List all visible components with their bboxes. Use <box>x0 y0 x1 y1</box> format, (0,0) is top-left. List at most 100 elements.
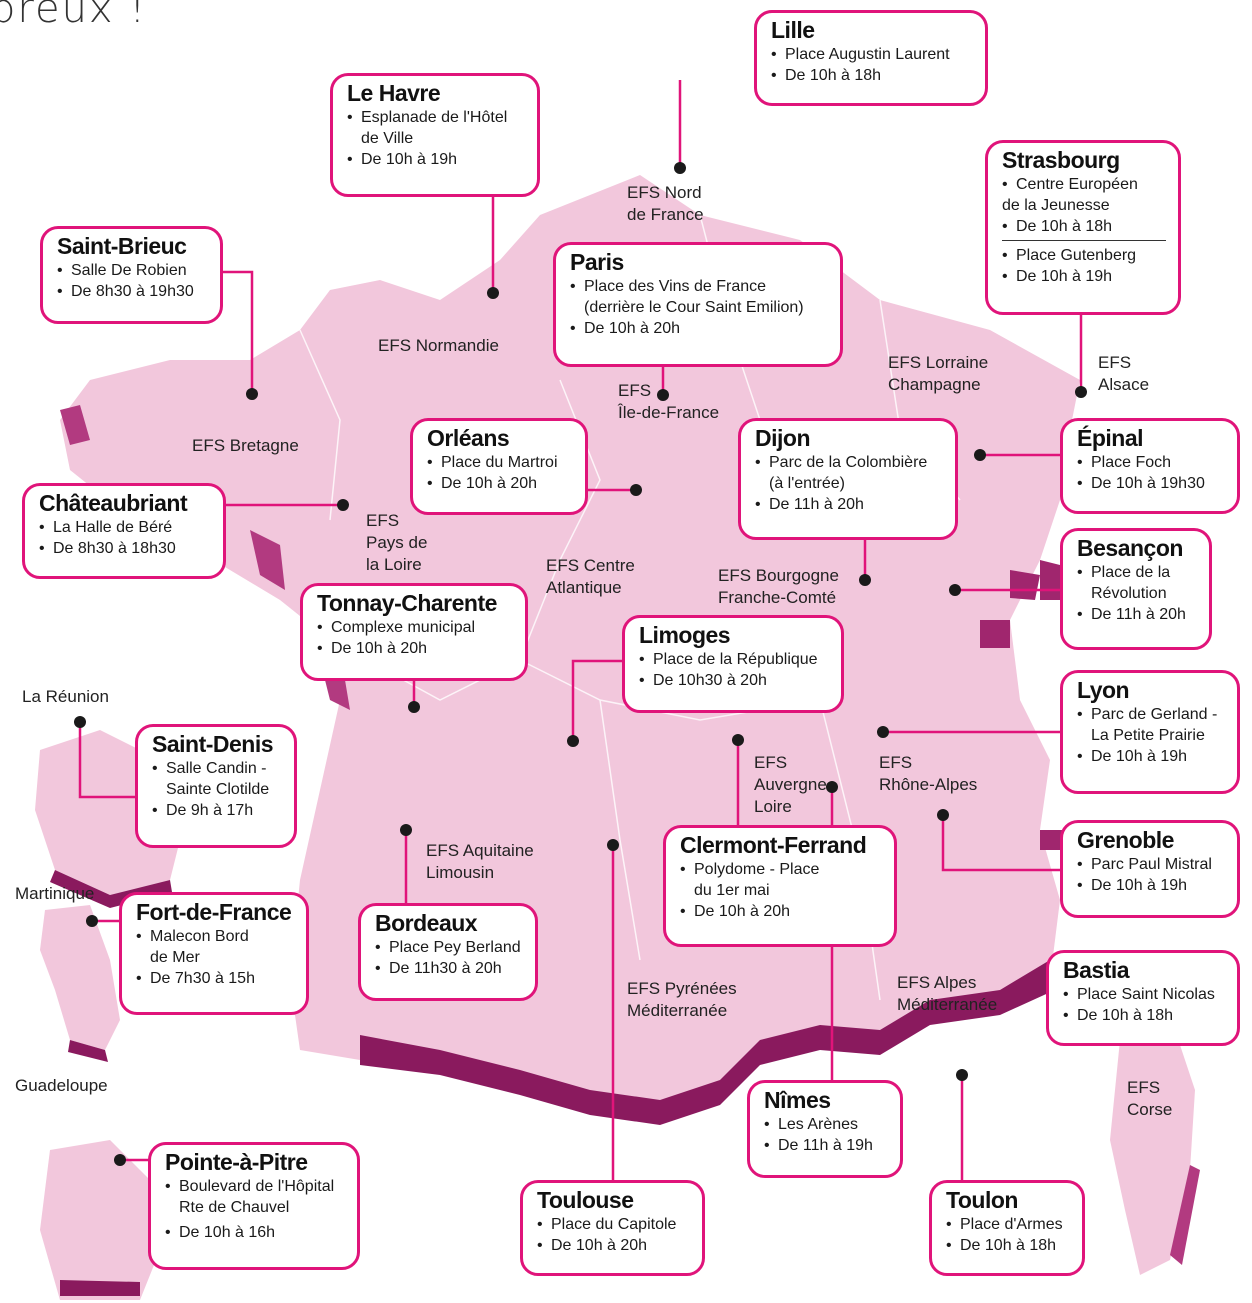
site-address: Salle Candin - <box>152 758 282 779</box>
marker-strasbourg[interactable] <box>1075 386 1087 398</box>
marker-toulon[interactable] <box>956 1069 968 1081</box>
marker-lille[interactable] <box>674 162 686 174</box>
site-address: Parc de Gerland - <box>1077 704 1225 725</box>
site-address-cont: Rte de Chauvel <box>179 1199 290 1216</box>
marker-limoges[interactable] <box>567 735 579 747</box>
site-address: Esplanade de l'Hôtel <box>347 107 525 128</box>
region-label-rhone-alpes: EFS Rhône-Alpes <box>879 753 978 794</box>
marker-pointe-a-pitre[interactable] <box>114 1154 126 1166</box>
site-hours: De 10h à 20h <box>537 1235 690 1256</box>
region-label-alsace: EFS Alsace <box>1098 353 1150 394</box>
marker-paris[interactable] <box>657 389 669 401</box>
site-address: Complexe municipal <box>317 617 513 638</box>
site-hours: De 11h30 à 20h <box>375 958 523 979</box>
site-hours: De 8h30 à 19h30 <box>57 281 208 302</box>
marker-nimes[interactable] <box>826 781 838 793</box>
site-address-cont: (à l'entrée) <box>769 475 845 492</box>
site-hours: De 10h à 19h <box>1077 875 1225 896</box>
site-address: Place Augustin Laurent <box>771 44 973 65</box>
marker-bordeaux[interactable] <box>400 824 412 836</box>
marker-saint-brieuc[interactable] <box>246 388 258 400</box>
site-card-grenoble[interactable]: Grenoble Parc Paul Mistral De 10h à 19h <box>1060 820 1240 918</box>
site-card-limoges[interactable]: Limoges Place de la République De 10h30 … <box>622 615 844 713</box>
site-card-strasbourg[interactable]: Strasbourg Centre Européen de la Jeuness… <box>985 140 1181 315</box>
site-address: Parc Paul Mistral <box>1077 854 1225 875</box>
site-card-fort-de-france[interactable]: Fort-de-France Malecon Bord de Mer De 7h… <box>119 892 309 1015</box>
region-label-corse: EFS Corse <box>1127 1078 1173 1119</box>
site-city: Toulouse <box>537 1187 634 1213</box>
martinique-shape <box>40 905 120 1050</box>
site-address: Place du Capitole <box>537 1214 690 1235</box>
site-address: Place de la République <box>639 649 829 670</box>
site-hours: De 11h à 19h <box>764 1135 888 1156</box>
site-address-cont: (derrière le Cour Saint Emilion) <box>584 299 804 316</box>
site-hours: De 7h30 à 15h <box>136 968 294 989</box>
marker-chateaubriant[interactable] <box>337 499 349 511</box>
marker-epinal[interactable] <box>974 449 986 461</box>
site-card-dijon[interactable]: Dijon Parc de la Colombière (à l'entrée)… <box>738 418 958 540</box>
region-label-pays-de-la-loire: EFS Pays de la Loire <box>366 511 428 574</box>
marker-lyon[interactable] <box>877 726 889 738</box>
site-card-bordeaux[interactable]: Bordeaux Place Pey Berland De 11h30 à 20… <box>358 903 538 1001</box>
site-city: Pointe-à-Pitre <box>165 1149 308 1175</box>
corsica-edge <box>1170 1165 1200 1265</box>
marker-fort-de-france[interactable] <box>86 915 98 927</box>
site-city: Épinal <box>1077 425 1144 451</box>
site-city: Saint-Brieuc <box>57 233 187 259</box>
marker-besancon[interactable] <box>949 584 961 596</box>
site-city: Châteaubriant <box>39 490 188 516</box>
site-address: Place Pey Berland <box>375 937 523 958</box>
site-card-chateaubriant[interactable]: Châteaubriant La Halle de Béré De 8h30 à… <box>22 483 226 579</box>
site-hours: De 10h à 19h <box>1077 746 1225 767</box>
region-label-auvergne-loire: EFS Auvergne Loire <box>754 753 827 816</box>
marker-tonnay-charente[interactable] <box>408 701 420 713</box>
site-city: Bastia <box>1063 957 1130 983</box>
site-card-lyon[interactable]: Lyon Parc de Gerland - La Petite Prairie… <box>1060 670 1240 794</box>
territory-label-guadeloupe: Guadeloupe <box>15 1076 108 1095</box>
site-card-lille[interactable]: Lille Place Augustin Laurent De 10h à 18… <box>754 10 988 106</box>
site-hours: De 10h à 20h <box>427 473 573 494</box>
site-card-tonnay-charente[interactable]: Tonnay-Charente Complexe municipal De 10… <box>300 583 528 681</box>
site-address: Malecon Bord <box>136 926 294 947</box>
site-card-paris[interactable]: Paris Place des Vins de France (derrière… <box>553 242 843 367</box>
site-card-le-havre[interactable]: Le Havre Esplanade de l'Hôtel de Ville D… <box>330 73 540 197</box>
marker-le-havre[interactable] <box>487 287 499 299</box>
site-address-2: Place Gutenberg <box>1002 245 1166 266</box>
site-hours: De 10h à 20h <box>680 901 882 922</box>
marker-orleans[interactable] <box>630 484 642 496</box>
marker-toulouse[interactable] <box>607 839 619 851</box>
marker-grenoble[interactable] <box>937 809 949 821</box>
site-hours: De 10h à 19h <box>347 149 525 170</box>
site-card-pointe-a-pitre[interactable]: Pointe-à-Pitre Boulevard de l'Hôpital Rt… <box>148 1142 360 1270</box>
site-card-bastia[interactable]: Bastia Place Saint Nicolas De 10h à 18h <box>1046 950 1240 1046</box>
site-city: Grenoble <box>1077 827 1174 853</box>
site-address-cont: de la Jeunesse <box>1002 197 1110 214</box>
marker-clermont-ferrand[interactable] <box>732 734 744 746</box>
site-hours-2: De 10h à 19h <box>1002 266 1166 287</box>
site-card-besancon[interactable]: Besançon Place de la Révolution De 11h à… <box>1060 528 1212 650</box>
site-card-nimes[interactable]: Nîmes Les Arènes De 11h à 19h <box>747 1080 903 1178</box>
site-card-epinal[interactable]: Épinal Place Foch De 10h à 19h30 <box>1060 418 1240 514</box>
site-city: Paris <box>570 249 624 275</box>
region-label-aquitaine-limousin: EFS Aquitaine Limousin <box>426 841 534 882</box>
site-card-toulon[interactable]: Toulon Place d'Armes De 10h à 18h <box>929 1180 1085 1276</box>
territory-label-martinique: Martinique <box>15 884 95 903</box>
site-city: Saint-Denis <box>152 731 274 757</box>
site-card-saint-brieuc[interactable]: Saint-Brieuc Salle De Robien De 8h30 à 1… <box>40 226 223 324</box>
site-city: Orléans <box>427 425 510 451</box>
site-hours: De 10h30 à 20h <box>639 670 829 691</box>
guadeloupe-shape <box>40 1140 160 1300</box>
marker-saint-denis[interactable] <box>74 716 86 728</box>
region-label-bretagne: EFS Bretagne <box>192 436 299 455</box>
site-city: Fort-de-France <box>136 899 292 925</box>
site-address: Place d'Armes <box>946 1214 1070 1235</box>
marker-dijon[interactable] <box>859 574 871 586</box>
site-card-clermont-ferrand[interactable]: Clermont-Ferrand Polydome - Place du 1er… <box>663 825 897 947</box>
site-address: Place de la <box>1077 562 1197 583</box>
site-address-cont: Révolution <box>1091 585 1167 602</box>
site-card-toulouse[interactable]: Toulouse Place du Capitole De 10h à 20h <box>520 1180 705 1276</box>
site-card-orleans[interactable]: Orléans Place du Martroi De 10h à 20h <box>410 418 588 515</box>
site-city: Limoges <box>639 622 731 648</box>
site-card-saint-denis[interactable]: Saint-Denis Salle Candin - Sainte Clotil… <box>135 724 297 848</box>
site-hours: De 10h à 16h <box>165 1222 345 1243</box>
